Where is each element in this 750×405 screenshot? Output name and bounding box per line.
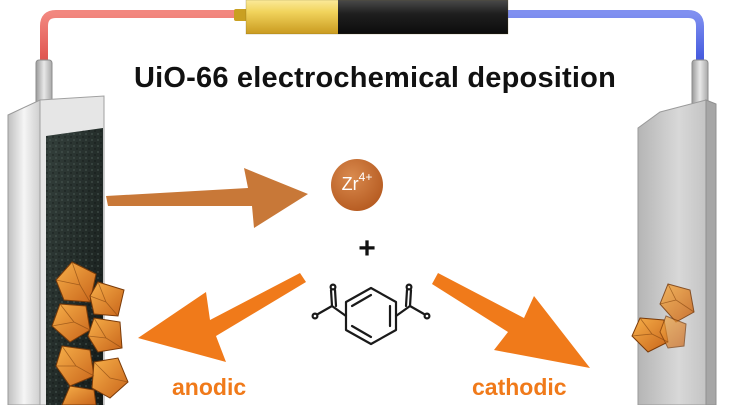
zr-ion-label: Zr4+ xyxy=(330,170,384,195)
cathode-crystals xyxy=(631,283,695,353)
terephthalic-acid-structure-icon xyxy=(311,283,431,346)
octahedral-crystal-icon xyxy=(631,317,669,353)
battery-icon xyxy=(234,0,509,35)
octahedral-crystal-icon xyxy=(51,303,91,343)
negative-wire xyxy=(501,10,704,100)
dissolution-arrow xyxy=(106,168,308,228)
zr-ion-symbol: Zr xyxy=(341,174,359,194)
zr-ion-circle xyxy=(331,159,383,211)
anode-electrode xyxy=(7,95,105,405)
octahedral-crystal-icon xyxy=(659,315,687,349)
anode-crystals xyxy=(51,261,129,405)
diagram-title: UiO-66 electrochemical deposition xyxy=(133,62,616,94)
octahedral-crystal-icon xyxy=(659,283,695,323)
anodic-arrow xyxy=(138,273,306,362)
cathodic-arrow xyxy=(432,273,590,368)
octahedral-crystal-icon xyxy=(89,281,125,317)
cathodic-label: cathodic xyxy=(472,374,567,400)
plus-sign: + xyxy=(358,232,376,265)
positive-wire xyxy=(40,10,249,100)
octahedral-crystal-icon xyxy=(61,385,97,405)
anodic-label: anodic xyxy=(172,374,247,400)
cathode-electrode xyxy=(637,99,717,405)
octahedral-crystal-icon xyxy=(55,261,97,303)
zr-ion-charge: 4+ xyxy=(358,170,373,184)
octahedral-crystal-icon xyxy=(87,317,123,353)
